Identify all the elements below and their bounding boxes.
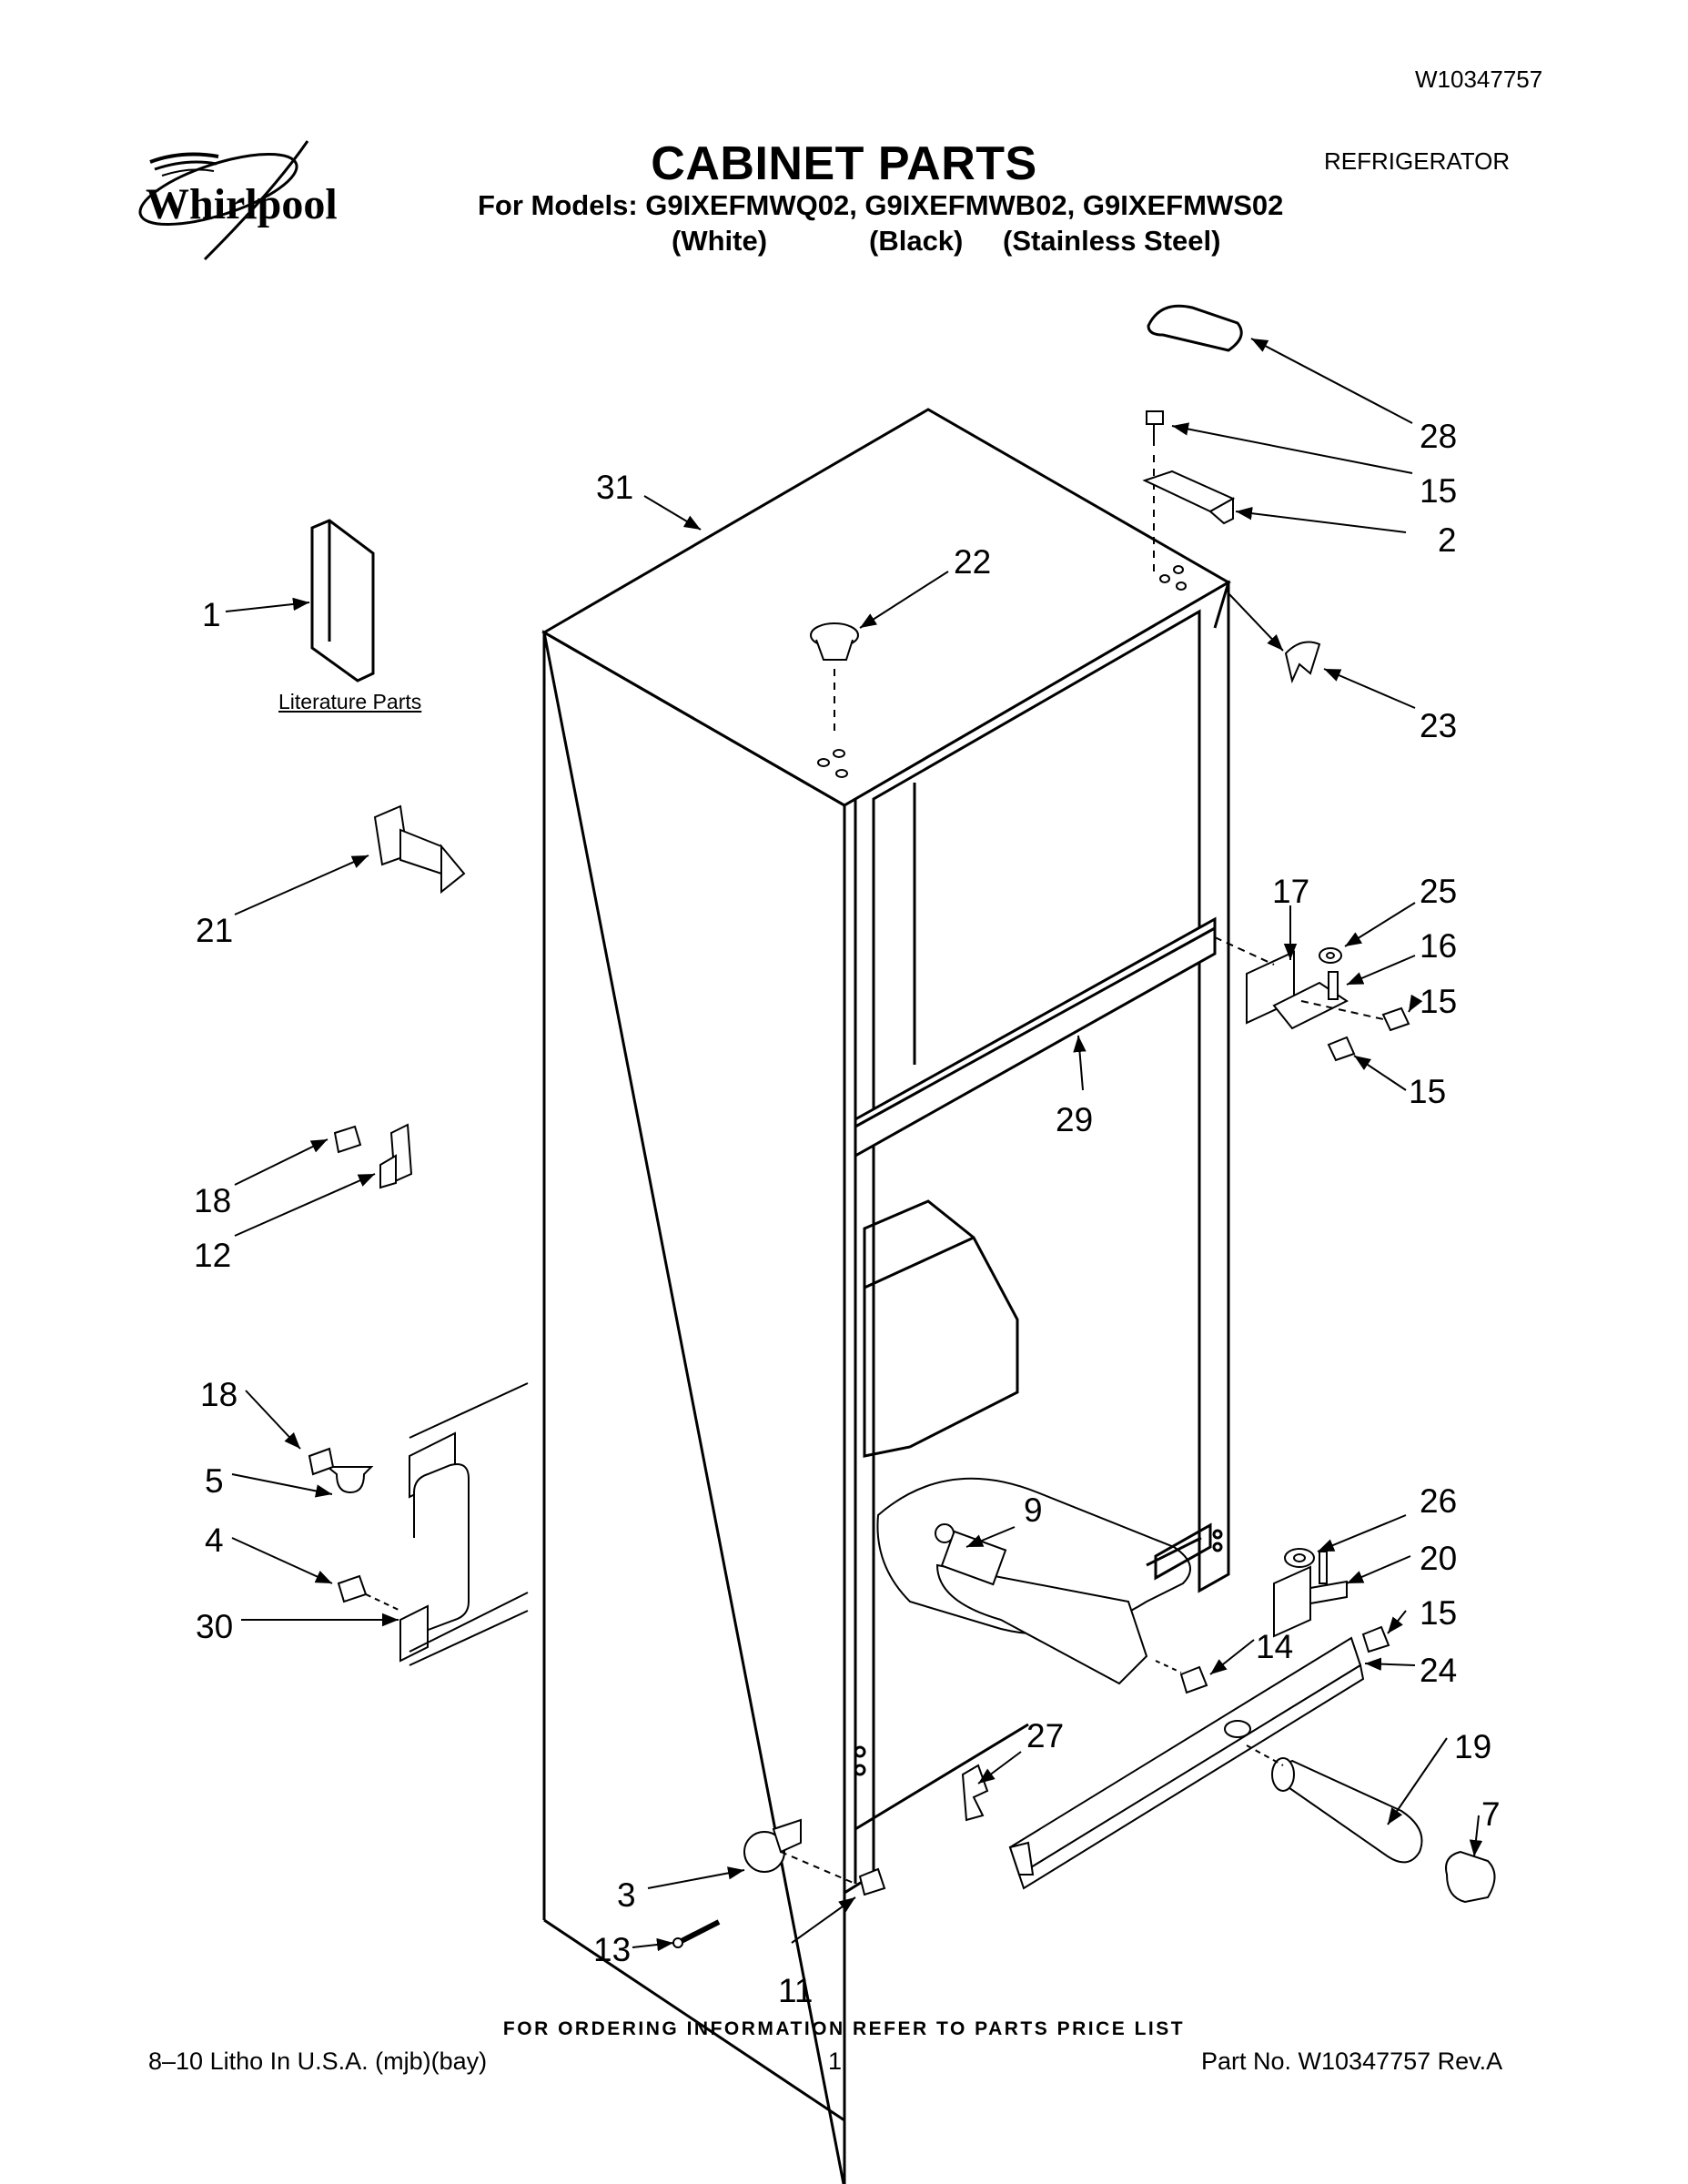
part-27-clip bbox=[961, 1764, 989, 1822]
callout-15-bottom: 15 bbox=[1420, 1594, 1457, 1632]
callout-23: 23 bbox=[1420, 707, 1457, 744]
litho-info: 8–10 Litho In U.S.A. (mjb)(bay) bbox=[148, 2048, 488, 2075]
part-2-bracket bbox=[1142, 470, 1236, 525]
part-19-filter bbox=[1246, 1744, 1423, 1864]
callout-25: 25 bbox=[1420, 873, 1457, 910]
callout-12: 12 bbox=[194, 1237, 231, 1274]
part-25-washer bbox=[1319, 947, 1342, 964]
callout-5: 5 bbox=[205, 1462, 224, 1500]
product-category: REFRIGERATOR bbox=[1324, 147, 1511, 175]
callout-15-hinge-a: 15 bbox=[1420, 983, 1457, 1020]
callout-15-hinge-b: 15 bbox=[1409, 1073, 1446, 1110]
part-15-screw-bottom bbox=[1361, 1625, 1390, 1653]
page-number: 1 bbox=[828, 2048, 843, 2075]
callout-31: 31 bbox=[596, 469, 633, 506]
top-holes bbox=[817, 565, 1187, 778]
part-20-bracket bbox=[1273, 1551, 1348, 1638]
callout-7: 7 bbox=[1481, 1795, 1501, 1833]
part-9-valve bbox=[935, 1523, 1148, 1685]
part-26-washer bbox=[1284, 1548, 1315, 1568]
part-7-cap bbox=[1445, 1850, 1496, 1904]
part-23-clip bbox=[1284, 641, 1321, 684]
svg-text:Whirlpool: Whirlpool bbox=[146, 180, 338, 228]
callout-11: 11 bbox=[778, 1972, 813, 2009]
cabinet-body bbox=[541, 408, 1231, 2184]
part-21-bumper bbox=[373, 804, 466, 895]
callout-18-upper: 18 bbox=[194, 1182, 231, 1219]
document-number: W10347757 bbox=[1415, 66, 1543, 93]
variant-white: (White) bbox=[672, 225, 768, 257]
callout-numbers: 28 15 2 31 22 1 23 21 17 25 16 15 15 29 … bbox=[194, 418, 1501, 2009]
part-number: Part No. W10347757 Rev.A bbox=[1201, 2048, 1503, 2075]
part-15-screws-hinge bbox=[1300, 1000, 1410, 1062]
callout-22: 22 bbox=[954, 543, 991, 581]
part-30-handle-bracket bbox=[399, 1382, 529, 1666]
part-14-screw bbox=[1155, 1660, 1208, 1694]
callout-14: 14 bbox=[1256, 1628, 1293, 1665]
callout-13: 13 bbox=[593, 1931, 631, 1968]
callout-9: 9 bbox=[1024, 1491, 1043, 1529]
part-5-clamp bbox=[308, 1447, 374, 1494]
callout-26: 26 bbox=[1420, 1482, 1457, 1520]
callout-16: 16 bbox=[1420, 927, 1457, 965]
part-18-12-hinge-pin bbox=[333, 1123, 413, 1189]
variant-stainless: (Stainless Steel) bbox=[1003, 225, 1221, 257]
part-22-plug bbox=[810, 622, 859, 737]
callout-19: 19 bbox=[1454, 1728, 1491, 1765]
callout-2: 2 bbox=[1438, 521, 1457, 559]
callout-27: 27 bbox=[1026, 1717, 1064, 1754]
part-3-13-11-bottom-hinge bbox=[672, 1818, 886, 1948]
part-16-pin bbox=[1328, 971, 1339, 1000]
part-4-screw bbox=[337, 1574, 401, 1612]
callout-28: 28 bbox=[1420, 418, 1457, 455]
leader-arrows bbox=[225, 338, 1483, 1952]
callout-21: 21 bbox=[196, 912, 233, 949]
callout-1: 1 bbox=[202, 596, 221, 633]
part-1-literature bbox=[310, 519, 375, 682]
ordering-note: FOR ORDERING INFORMATION REFER TO PARTS … bbox=[502, 2018, 1186, 2039]
variant-black: (Black) bbox=[869, 225, 964, 257]
callout-24: 24 bbox=[1420, 1652, 1457, 1689]
part-28-cover bbox=[1147, 304, 1243, 352]
part-15-screw-top bbox=[1146, 410, 1164, 571]
callout-4: 4 bbox=[205, 1522, 224, 1559]
callout-17: 17 bbox=[1272, 873, 1309, 910]
callout-15-top: 15 bbox=[1420, 472, 1457, 510]
callout-3: 3 bbox=[617, 1876, 636, 1914]
page-title: CABINET PARTS bbox=[651, 137, 1037, 190]
callout-20: 20 bbox=[1420, 1540, 1457, 1577]
part-24-grille bbox=[1008, 1636, 1365, 1890]
literature-parts-label: Literature Parts bbox=[278, 690, 422, 713]
callout-29: 29 bbox=[1056, 1101, 1093, 1138]
models-line: For Models: G9IXEFMWQ02, G9IXEFMWB02, G9… bbox=[478, 189, 1284, 221]
callout-18-lower: 18 bbox=[200, 1376, 238, 1413]
whirlpool-logo: Whirlpool bbox=[138, 140, 338, 261]
callout-30: 30 bbox=[196, 1608, 233, 1645]
